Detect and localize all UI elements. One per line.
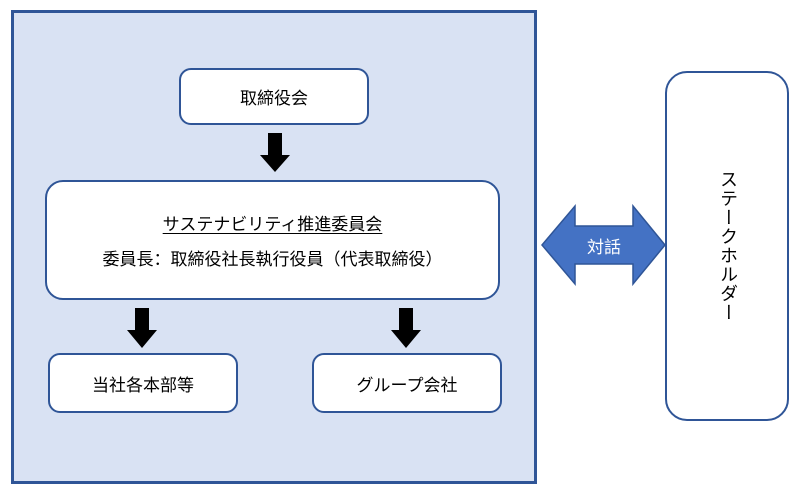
dialogue-label: 対話 [587,237,621,258]
committee-chair-label: 委員長：取締役社長執行役員（代表取締役） [102,250,443,270]
sustainability-committee-box: サステナビリティ推進委員会 委員長：取締役社長執行役員（代表取締役） [45,180,500,300]
board-of-directors-box: 取締役会 [179,68,369,125]
stakeholders-box: ステークホルダー [665,71,789,421]
stakeholders-label: ステークホルダー [717,170,738,322]
board-of-directors-label: 取締役会 [240,89,308,109]
company-divisions-label: 当社各本部等 [92,375,194,396]
company-divisions-box: 当社各本部等 [48,353,238,413]
sustainability-committee-title: サステナビリティ推進委員会 [162,215,383,235]
group-companies-box: グループ会社 [312,353,502,413]
group-companies-label: グループ会社 [356,375,458,396]
